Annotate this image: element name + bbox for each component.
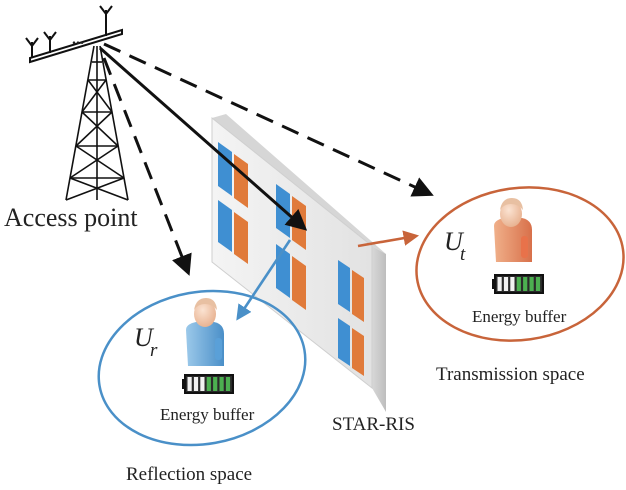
lattice-tower-icon — [65, 45, 129, 201]
access-point-tower: ... Access point — [4, 5, 138, 232]
transmission-energy-buffer-label: Energy buffer — [472, 307, 567, 326]
star-ris-label: STAR-RIS — [332, 414, 415, 435]
reflection-energy-buffer-label: Energy buffer — [160, 405, 255, 424]
reflection-user-label: U — [134, 323, 155, 352]
reflection-battery-cells — [187, 377, 231, 391]
access-point-label: Access point — [4, 203, 138, 232]
reflection-battery-cell — [219, 377, 224, 391]
transmission-space-label: Transmission space — [436, 364, 585, 385]
transmitted-signal-arrow — [357, 230, 420, 248]
transmission-battery-cell — [529, 277, 534, 291]
reflection-space-label: Reflection space — [126, 464, 252, 485]
reflection-space: U r Energy buffer Reflection space — [97, 289, 307, 485]
transmission-battery-cell — [503, 277, 509, 291]
ap-to-ris-link — [99, 46, 308, 231]
reflection-space-ellipse — [97, 289, 307, 447]
antenna-dots: ... — [72, 31, 84, 48]
reflection-user-icon — [186, 298, 224, 366]
reflection-battery-cell — [206, 377, 211, 391]
reflection-battery-cell — [193, 377, 199, 391]
transmission-battery-cells — [497, 277, 541, 291]
reflection-battery-cell — [200, 377, 205, 391]
signal-links — [99, 42, 434, 321]
reflection-battery-cell — [225, 377, 231, 391]
transmission-battery-cell — [510, 277, 515, 291]
antenna-array-icon — [25, 5, 123, 64]
star-ris-panel: STAR-RIS — [211, 114, 415, 435]
transmission-user-icon — [494, 198, 532, 262]
transmission-battery-cell — [523, 277, 528, 291]
transmission-user-label: U — [444, 227, 465, 256]
reflected-signal-arrow — [236, 239, 292, 321]
reflection-user-subscript: r — [150, 340, 158, 361]
ap-to-transmission-dashed-link — [103, 42, 434, 197]
reflection-battery-cell — [213, 377, 218, 391]
transmission-user-subscript: t — [460, 244, 466, 265]
reflection-battery-cell — [187, 377, 192, 391]
transmission-space-ellipse — [415, 186, 625, 342]
transmission-battery-cell — [497, 277, 502, 291]
transmission-battery-cell — [516, 277, 521, 291]
ap-to-reflection-dashed-link — [102, 57, 192, 276]
transmission-space: U t Energy buffer Transmission space — [415, 186, 625, 385]
transmission-battery-cell — [535, 277, 541, 291]
